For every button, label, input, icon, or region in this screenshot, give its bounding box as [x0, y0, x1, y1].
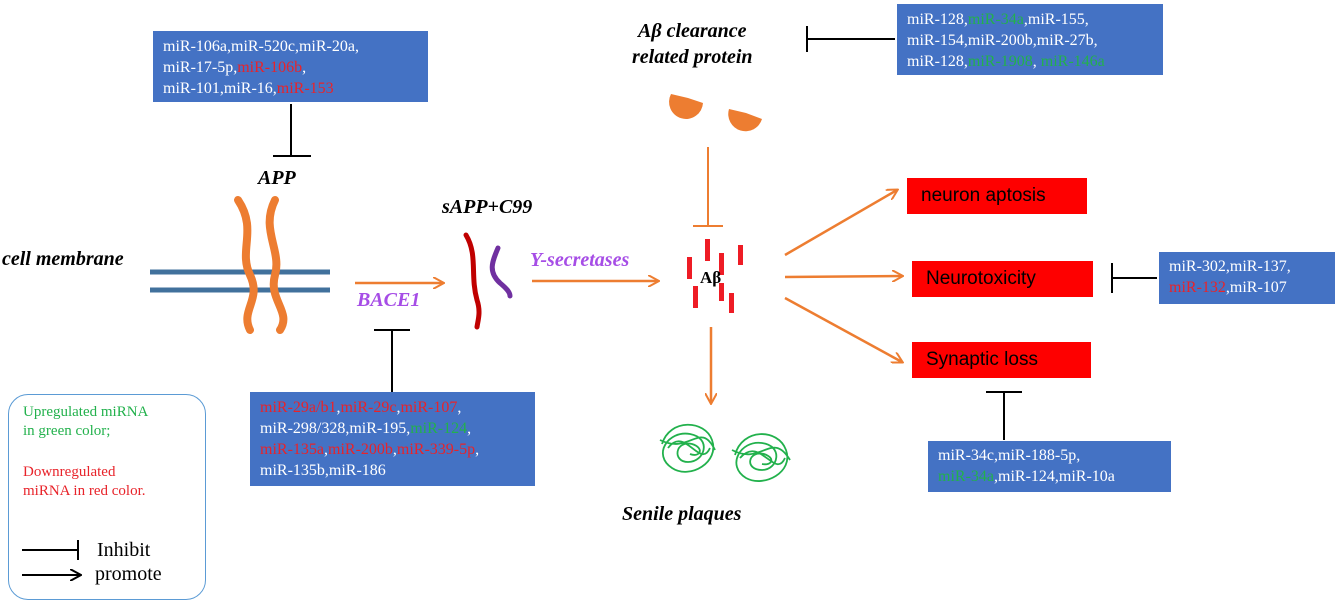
mirna-text: miR-124 — [410, 420, 468, 437]
clearance-label: Aβ clearance related protein — [632, 18, 753, 70]
mirna-text: ,miR-124,miR-10a — [994, 468, 1115, 485]
mirna-text: , — [392, 441, 397, 458]
mirna-text: miR-153 — [276, 80, 334, 97]
arrow-to-neurotoxicity — [784, 276, 902, 277]
c99-fragment — [489, 245, 513, 299]
mirna-text: miR-146a — [1040, 53, 1105, 70]
synaptic-inhibit-bar — [986, 391, 1022, 440]
mirna-text: , — [1032, 53, 1041, 70]
app-protein-strands — [234, 196, 288, 334]
mirna-text: miR-107 — [400, 399, 458, 416]
mirna-text: , — [457, 399, 462, 416]
app-mirna-box: miR-106a,miR-520c,miR-20a,miR-17-5p,miR-… — [153, 31, 428, 102]
mirna-text: miR-154,miR-200b,miR-27b, — [907, 32, 1098, 49]
clearance-label-line1: Aβ clearance — [637, 20, 747, 42]
bace1-mirna-box: miR-29a/b1,miR-29c,miR-107,miR-298/328,m… — [250, 392, 535, 486]
mirna-line: miR-135b,miR-186 — [260, 460, 525, 481]
mirna-text: miR-298/328,miR-195, — [260, 420, 411, 437]
mirna-text: , — [467, 420, 472, 437]
mirna-text: miR-128, — [907, 11, 968, 28]
mirna-line: miR-128,miR-1908, miR-146a — [907, 51, 1153, 72]
mirna-text: , — [475, 441, 480, 458]
cell-membrane-lines — [150, 269, 330, 293]
mirna-line: miR-128,miR-34a,miR-155, — [907, 9, 1153, 30]
y-secretases-label: Y-secretases — [530, 249, 630, 271]
mirna-text: , — [336, 399, 341, 416]
clearance-inhibit-bar — [693, 147, 723, 227]
mirna-line: miR-101,miR-16,miR-153 — [163, 78, 418, 99]
mirna-text: miR-132 — [1169, 279, 1226, 296]
arrow-to-aptosis — [784, 190, 897, 257]
neurotoxicity-mirna-box: miR-302,miR-137, miR-132,miR-107 — [1159, 252, 1335, 304]
mirna-line: miR-17-5p,miR-106b, — [163, 57, 418, 78]
abeta-label: Aβ — [700, 268, 722, 287]
mirna-text: miR-302,miR-137, — [1169, 258, 1291, 275]
mirna-text: , — [324, 441, 328, 458]
legend-up-line2: in green color; — [23, 423, 111, 439]
clearance-box-inhibit-bar — [806, 26, 895, 52]
clearance-mirna-box: miR-128,miR-34a,miR-155,miR-154,miR-200b… — [897, 4, 1163, 75]
mirna-line: miR-34a,miR-124,miR-10a — [938, 466, 1161, 487]
legend-inhibit-label: Inhibit — [97, 539, 151, 561]
clearance-label-line2: related protein — [632, 46, 753, 68]
mirna-text: miR-1908 — [967, 53, 1033, 70]
bace1-label: BACE1 — [357, 289, 421, 311]
sapp-c99-label: sAPP+C99 — [442, 196, 533, 218]
sapp-fragment — [463, 232, 482, 330]
mirna-text: miR-29a/b1 — [260, 399, 337, 416]
mirna-text: miR-339-5p — [396, 441, 476, 458]
mirna-text: miR-34a — [938, 468, 994, 485]
mirna-text: miR-135b,miR-186 — [260, 462, 386, 479]
mirna-text: miR-200b — [328, 441, 393, 458]
legend-downregulated: Downregulated miRNA in red color. — [23, 463, 146, 501]
neuron-aptosis-box: neuron aptosis — [907, 178, 1087, 214]
mirna-text: miR-106b — [237, 59, 303, 76]
app-inhibit-bar — [273, 104, 311, 157]
legend-down-line1: Downregulated — [23, 464, 116, 480]
mirna-text: miR-128, — [907, 53, 968, 70]
bace1-inhibit-bar — [374, 329, 410, 392]
mirna-text: , — [302, 59, 307, 76]
legend-upregulated: Upregulated miRNA in green color; — [23, 403, 148, 441]
mirna-line: miR-154,miR-200b,miR-27b, — [907, 30, 1153, 51]
mirna-line: miR-298/328,miR-195,miR-124, — [260, 418, 525, 439]
mirna-text: miR-34c,miR-188-5p, — [938, 447, 1081, 464]
neurotoxicity-inhibit-bar — [1111, 263, 1157, 293]
mirna-text: miR-29c — [340, 399, 397, 416]
mirna-line: miR-135a,miR-200b,miR-339-5p, — [260, 439, 525, 460]
mirna-line: miR-34c,miR-188-5p, — [938, 445, 1161, 466]
legend-up-line1: Upregulated miRNA — [23, 404, 149, 420]
mirna-text: miR-101,miR-16, — [163, 80, 277, 97]
abeta-fragments — [687, 239, 743, 313]
mirna-text: miR-106a,miR-520c,miR-20a, — [163, 38, 359, 55]
mirna-line: miR-132,miR-107 — [1169, 277, 1325, 298]
mirna-text: ,miR-155, — [1023, 11, 1089, 28]
legend-inhibit-symbol — [22, 540, 79, 560]
neurotoxicity-box: Neurotoxicity — [912, 261, 1093, 297]
mirna-text: miR-135a — [260, 441, 324, 458]
mirna-text: miR-34a — [967, 11, 1024, 28]
mirna-text: , — [396, 399, 401, 416]
arrow-to-synaptic — [784, 296, 902, 362]
mirna-line: miR-106a,miR-520c,miR-20a, — [163, 36, 418, 57]
legend-box: Upregulated miRNA in green color; Downre… — [8, 394, 206, 600]
legend-promote-label: promote — [95, 563, 162, 585]
senile-plaques-label: Senile plaques — [622, 503, 742, 525]
cell-membrane-label: cell membrane — [2, 248, 124, 270]
app-label: APP — [258, 167, 296, 189]
legend-down-line2: miRNA in red color. — [23, 483, 146, 499]
clearance-protein-icons — [669, 94, 762, 132]
mirna-text: miR-17-5p, — [163, 59, 238, 76]
mirna-line: miR-302,miR-137, — [1169, 256, 1325, 277]
synaptic-mirna-box: miR-34c,miR-188-5p, miR-34a,miR-124,miR-1… — [928, 441, 1171, 492]
mirna-text: ,miR-107 — [1225, 279, 1287, 296]
synaptic-loss-box: Synaptic loss — [912, 342, 1091, 378]
mirna-line: miR-29a/b1,miR-29c,miR-107, — [260, 397, 525, 418]
senile-plaque-icons — [659, 423, 791, 482]
